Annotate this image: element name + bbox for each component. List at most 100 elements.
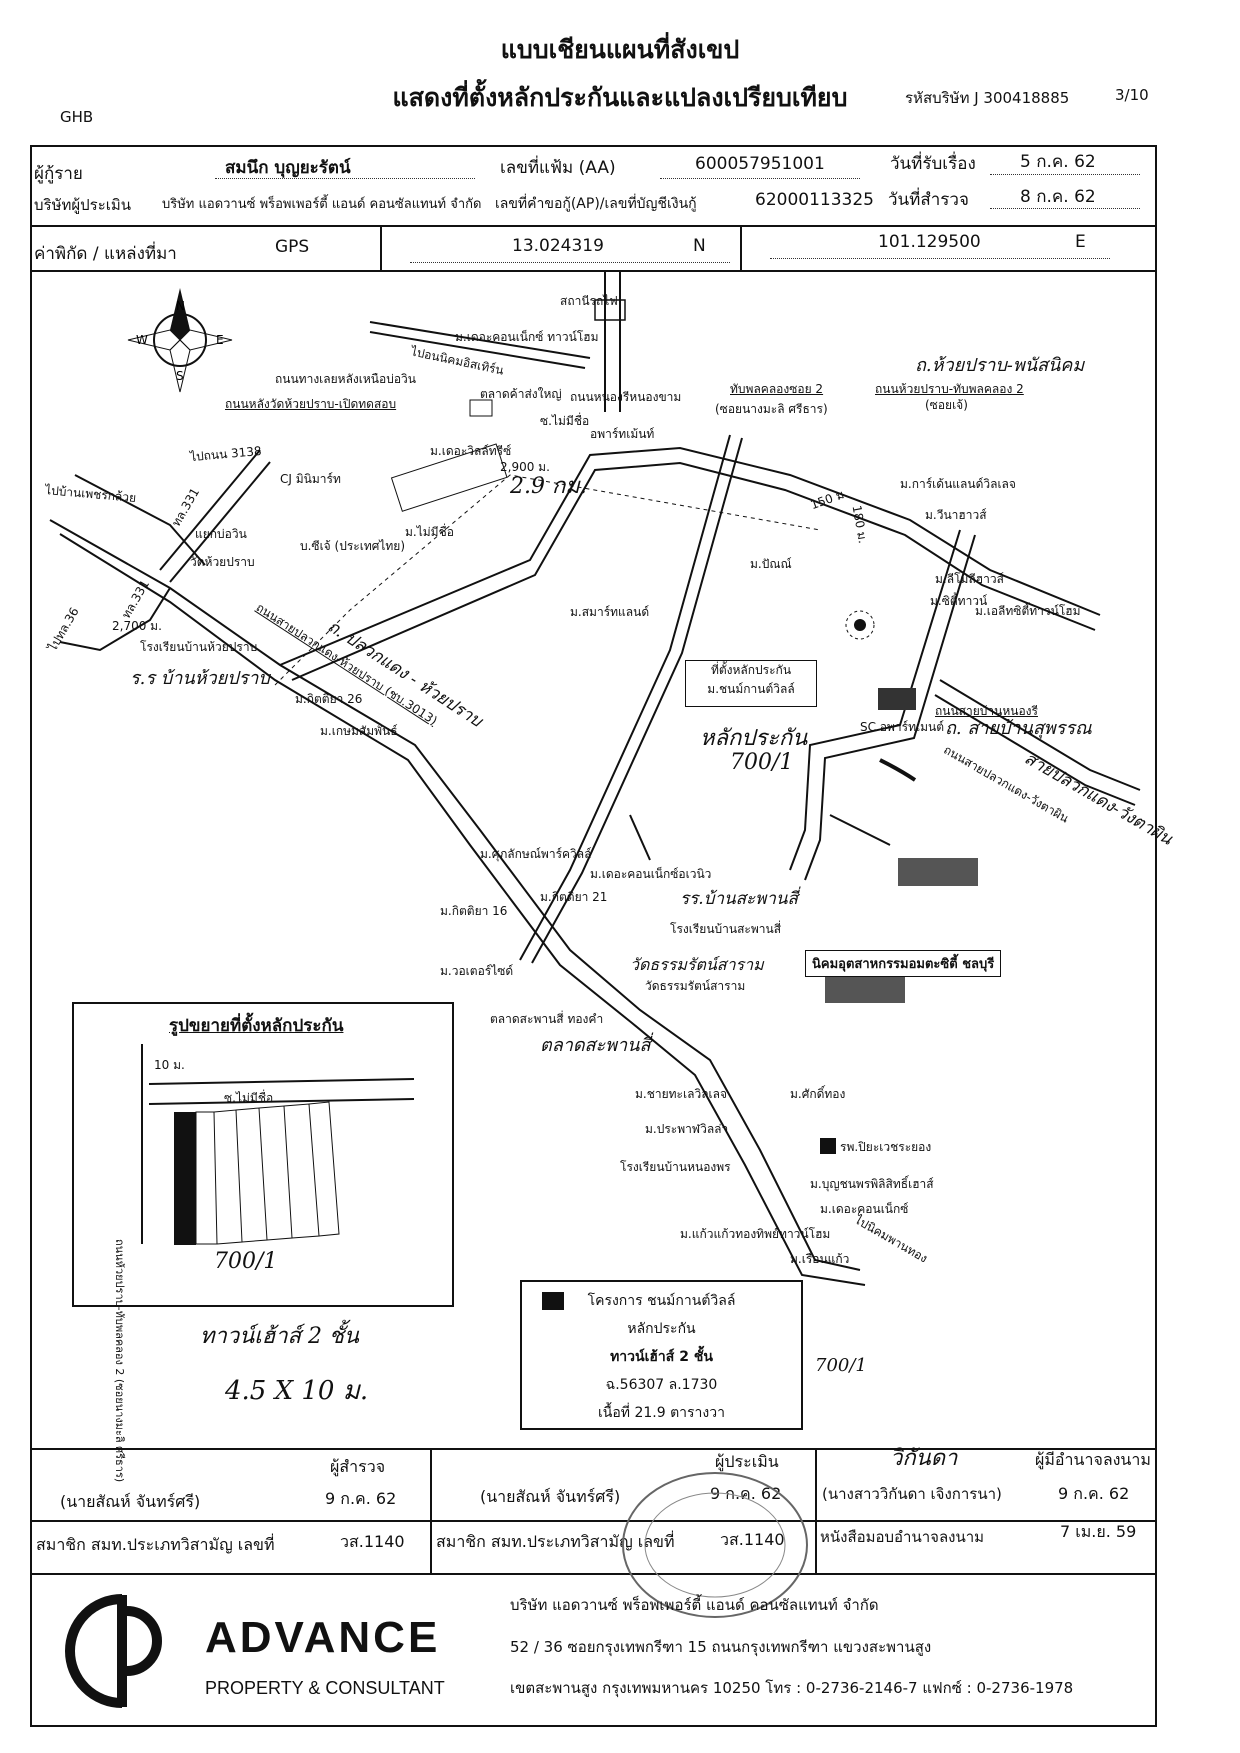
latitude-dir: N: [693, 236, 706, 256]
underline: [660, 178, 860, 179]
underline: [215, 178, 475, 179]
underline: [990, 174, 1140, 175]
map-label: ม.ประพาฬวิลล่า: [645, 1122, 729, 1136]
brand-name: ADVANCE: [205, 1613, 441, 1662]
legend-box: โครงการ ชนม์กานต์วิลล์ หลักประกัน ทาวน์เ…: [520, 1280, 803, 1430]
request-no-label: เลขที่คำขอกู้(AP)/เลขที่บัญชีเงินกู้: [495, 196, 697, 212]
map-label: ม.เกษมสัมพันธ์: [320, 724, 398, 738]
authorized-date: 9 ก.ค. 62: [1058, 1484, 1130, 1503]
appraiser-member-no: วส.1140: [720, 1530, 785, 1549]
latitude: 13.024319: [512, 236, 604, 256]
map-label: ม.วีนาฮาวส์: [925, 508, 987, 522]
request-no: 62000113325: [755, 190, 874, 210]
map-label: ม.กิตติยา 16: [440, 904, 508, 918]
surveyor-label: ผู้สำรวจ: [330, 1457, 386, 1476]
file-no-label: เลขที่แฟ้ม (AA): [500, 158, 616, 178]
map-label: สถานีรถไฟ: [560, 294, 618, 308]
map-label: แยกบ่อวิน: [195, 527, 247, 541]
authorized-label: ผู้มีอำนาจลงนาม: [1035, 1450, 1151, 1469]
map-label: ม.เดอะคอนเน็กซ์: [820, 1202, 909, 1216]
map-label: ถนนสายบ้านหนองรี: [935, 704, 1038, 718]
page-subtitle: แสดงที่ตั้งหลักประกันและแปลงเปรียบเทียบ: [392, 83, 848, 112]
map-label: ถนนห้วยปราบ-ทับพลคลอง 2: [875, 382, 1024, 396]
map-label: ม.แก้วแก้วทองทิพย์ทาวน์โฮม: [680, 1227, 831, 1241]
map-label: โรงเรียนบ้านห้วยปราบ: [140, 640, 258, 654]
svg-text:E: E: [216, 333, 224, 347]
appraiser-sig-date: 9 ก.ค. 62: [710, 1484, 782, 1503]
appraiser-sig-label: ผู้ประเมิน: [715, 1452, 779, 1471]
map-label: ถนนหลังวัดห้วยปราบ-เปิดทดสอบ: [225, 397, 397, 411]
divider: [30, 270, 1157, 272]
appraiser-sig-name: (นายสัณห์ จันทร์ศรี): [480, 1487, 621, 1506]
map-label: โรงเรียนบ้านสะพานสี่: [670, 922, 782, 936]
map-label: บ.ซีเจ้ (ประเทศไทย): [300, 539, 405, 553]
company-seal: [622, 1472, 808, 1618]
received-label: วันที่รับเรื่อง: [890, 154, 976, 174]
inset-hand-no: 700/1: [214, 1249, 278, 1274]
inset-plot-diagram: [141, 1044, 415, 1245]
map-label: ม.ชายทะเลวิลเลจ: [635, 1087, 728, 1101]
map-label: ม.กิตติยา 26: [295, 692, 363, 706]
divider: [30, 225, 1157, 227]
coord-source: GPS: [275, 237, 310, 257]
map-label: ม.การ์เด้นแลนด์วิลเลจ: [900, 477, 1016, 491]
file-no: 600057951001: [695, 154, 825, 174]
company-logo-icon: [65, 1594, 162, 1708]
map-label-industrial: นิคมอุตสาหกรรมอมตะซิตี้ ชลบุรี: [805, 950, 1002, 977]
map-label: อพาร์ทเม้นท์: [590, 427, 655, 441]
appraiser-name: บริษัท แอดวานซ์ พร็อพเพอร์ตี้ แอนด์ คอนซ…: [162, 197, 482, 212]
map-label: ถนนทางเลยหลังเหนือบ่อวิน: [275, 372, 416, 386]
map-label: SC อพาร์ทเมนต์: [860, 720, 945, 734]
company-address2: เขตสะพานสูง กรุงเทพมหานคร 10250 โทร : 0-…: [510, 1679, 1074, 1697]
map-label: ม.ปัณณ์: [750, 557, 792, 571]
handwritten-note: 700/1: [730, 750, 794, 775]
legend-project: โครงการ ชนม์กานต์วิลล์: [587, 1293, 736, 1309]
map-label: 2,900 ม.: [500, 460, 550, 474]
map-label: โรงเรียนบ้านหนองพร: [620, 1160, 731, 1174]
handwritten-note: ตลาดสะพานสี่: [540, 1035, 651, 1056]
map-label: ตลาดสะพานสี่ ทองคำ: [490, 1012, 604, 1026]
inset-dist: 10 ม.: [154, 1058, 185, 1072]
survey-label: วันที่สำรวจ: [888, 190, 969, 210]
member-no: วส.1140: [340, 1532, 405, 1551]
legend-hand-no: 700/1: [815, 1355, 867, 1376]
handwritten-note: รร.บ้านสะพานสี่: [680, 889, 798, 909]
divider: [30, 1520, 1157, 1522]
road-network: N S W E: [49, 270, 1141, 1286]
map-label: ม.เดอะคอนเน็กซ์ ทาวน์โฮม: [455, 330, 599, 344]
map-label: ม.เดอะวิลล์ทรีซ์: [430, 444, 512, 458]
map-label: ม.สมาร์ทแลนด์: [570, 605, 650, 619]
compass-icon: N S W E: [127, 288, 233, 393]
authorized-name: (นางสาววิกันดา เจิงการนา): [822, 1485, 1002, 1503]
handwritten-note: หลักประกัน: [700, 726, 808, 751]
page-number: 3/10: [1115, 86, 1149, 104]
map-label: ถนนหนองรีหนองขาม: [570, 390, 682, 404]
divider: [30, 1448, 1157, 1450]
auth-doc-label: หนังสือมอบอำนาจลงนาม: [820, 1528, 985, 1546]
handwritten-type: ทาวน์เฮ้าส์ 2 ชั้น: [200, 1324, 359, 1349]
legend-swatch: [542, 1292, 564, 1310]
map-label: (ซอยเจ้): [925, 398, 968, 412]
member-label: สมาชิก สมท.ประเภทวิสามัญ เลขที่: [36, 1535, 275, 1554]
map-label: 2,700 ม.: [112, 619, 162, 633]
handwritten-note: วัดธรรมรัตน์สาราม: [630, 955, 764, 974]
surveyor-date: 9 ก.ค. 62: [325, 1489, 397, 1508]
map-label: วัดธรรมรัตน์สาราม: [645, 979, 746, 993]
longitude-dir: E: [1075, 232, 1086, 252]
map-label: ม.ซิตี้ทาวน์: [930, 594, 988, 608]
map-label: ม.ลีโมลีฮาวส์: [935, 572, 1004, 586]
map-area: N S W E ที่ตั้งหลักประกัน ม.ชนม์กานต์วิล…: [30, 270, 1176, 1448]
company-address1: 52 / 36 ซอยกรุงเทพกรีฑา 15 ถนนกรุงเทพกรี…: [510, 1638, 932, 1656]
map-label: ม.เอลีทซิตี้ทาวน์โฮม: [975, 604, 1081, 618]
signature-handwritten: วิกันดา: [890, 1446, 958, 1471]
form-frame: [30, 145, 1157, 1727]
legend-collateral: หลักประกัน: [627, 1321, 696, 1337]
company-footer: ADVANCE PROPERTY & CONSULTANT บริษัท แอด…: [30, 1573, 1157, 1727]
map-label: ตลาดค้าส่งใหญ่: [480, 387, 562, 401]
underline: [990, 208, 1140, 209]
map-label: ม.ศุภลักษณ์พาร์ควิลล์: [480, 847, 592, 861]
company-code: รหัสบริษัท J 300418885: [905, 89, 1070, 107]
handwritten-note: ถ.ห้วยปราบ-พนัสนิคม: [915, 355, 1085, 376]
svg-text:W: W: [136, 333, 148, 347]
legend-area: เนื้อที่ 21.9 ตารางวา: [598, 1405, 725, 1421]
